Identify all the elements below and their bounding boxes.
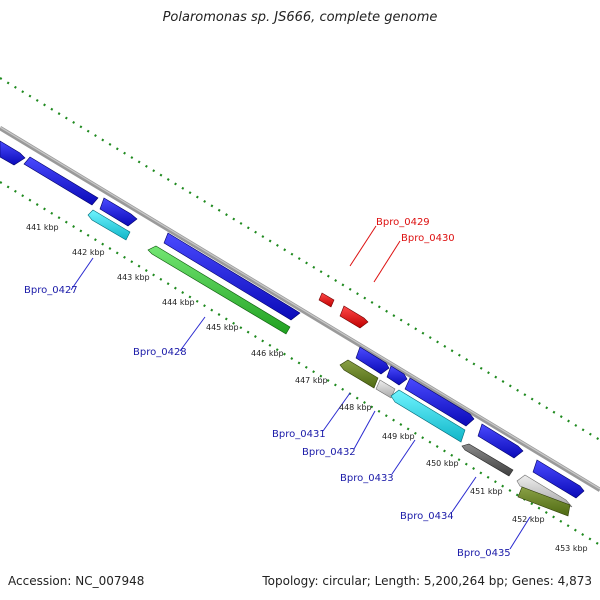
leader-bpro-0432 [353, 410, 376, 450]
tick-label: 443 kbp [117, 273, 150, 282]
gene-label-bpro-0430[interactable]: Bpro_0430 [401, 233, 455, 244]
genome-summary-text: Topology: circular; Length: 5,200,264 bp… [262, 574, 592, 588]
tick-label: 441 kbp [26, 223, 59, 232]
gene-bpro-0435-lower [517, 486, 571, 517]
gene-label-bpro-0433[interactable]: Bpro_0433 [340, 473, 394, 484]
inner-tick-ring [0, 181, 600, 546]
gene-bpro-0429[interactable] [318, 292, 335, 308]
forward-gene [163, 232, 301, 321]
forward-gene [386, 365, 408, 386]
leader-bpro-0430 [373, 240, 401, 283]
outer-tick-ring [0, 77, 600, 441]
gene-label-bpro-0428[interactable]: Bpro_0428 [133, 347, 187, 358]
tick-label: 448 kbp [339, 403, 372, 412]
tick-label: 444 kbp [162, 298, 195, 307]
forward-gene [99, 197, 138, 227]
tick-label: 452 kbp [512, 515, 545, 524]
gene-bpro-0431[interactable] [339, 359, 379, 389]
gene-bpro-0432[interactable] [375, 379, 396, 399]
leader-bpro-0434 [451, 476, 477, 513]
gene-label-bpro-0427[interactable]: Bpro_0427 [24, 285, 78, 296]
gene-label-bpro-0434[interactable]: Bpro_0434 [400, 511, 454, 522]
tick-label: 450 kbp [426, 459, 459, 468]
leader-bpro-0435 [509, 516, 531, 550]
tick-label: 446 kbp [251, 349, 284, 358]
tick-label: 447 kbp [295, 376, 328, 385]
tick-label: 451 kbp [470, 487, 503, 496]
forward-gene [477, 423, 524, 459]
gene-label-bpro-0431[interactable]: Bpro_0431 [272, 429, 326, 440]
gene-bpro-0427[interactable] [87, 209, 131, 241]
gene-bpro-0433[interactable] [390, 389, 466, 443]
forward-gene [404, 377, 475, 427]
tick-label: 449 kbp [382, 432, 415, 441]
tick-label: 442 kbp [72, 248, 105, 257]
leader-bpro-0428 [179, 316, 206, 352]
gene-bpro-0430[interactable] [339, 305, 369, 329]
gene-bpro-0428[interactable] [147, 245, 291, 335]
map-title: Polaromonas sp. JS666, complete genome [162, 10, 438, 25]
gene-label-bpro-0429[interactable]: Bpro_0429 [376, 217, 430, 228]
accession-text: Accession: NC_007948 [8, 574, 145, 588]
gene-label-bpro-0432[interactable]: Bpro_0432 [302, 447, 356, 458]
forward-gene [532, 459, 585, 499]
gene-label-bpro-0435[interactable]: Bpro_0435 [457, 548, 511, 559]
forward-gene [23, 156, 99, 206]
forward-gene [355, 346, 390, 375]
leader-bpro-0427 [70, 257, 94, 291]
forward-gene [0, 140, 26, 166]
tick-label: 453 kbp [555, 544, 588, 553]
leader-bpro-0431 [322, 392, 351, 432]
genome-backbone [0, 126, 600, 492]
tick-label: 445 kbp [206, 323, 239, 332]
leader-bpro-0433 [391, 439, 416, 475]
leader-bpro-0429 [349, 225, 377, 267]
gene-bpro-0434[interactable] [461, 443, 514, 477]
